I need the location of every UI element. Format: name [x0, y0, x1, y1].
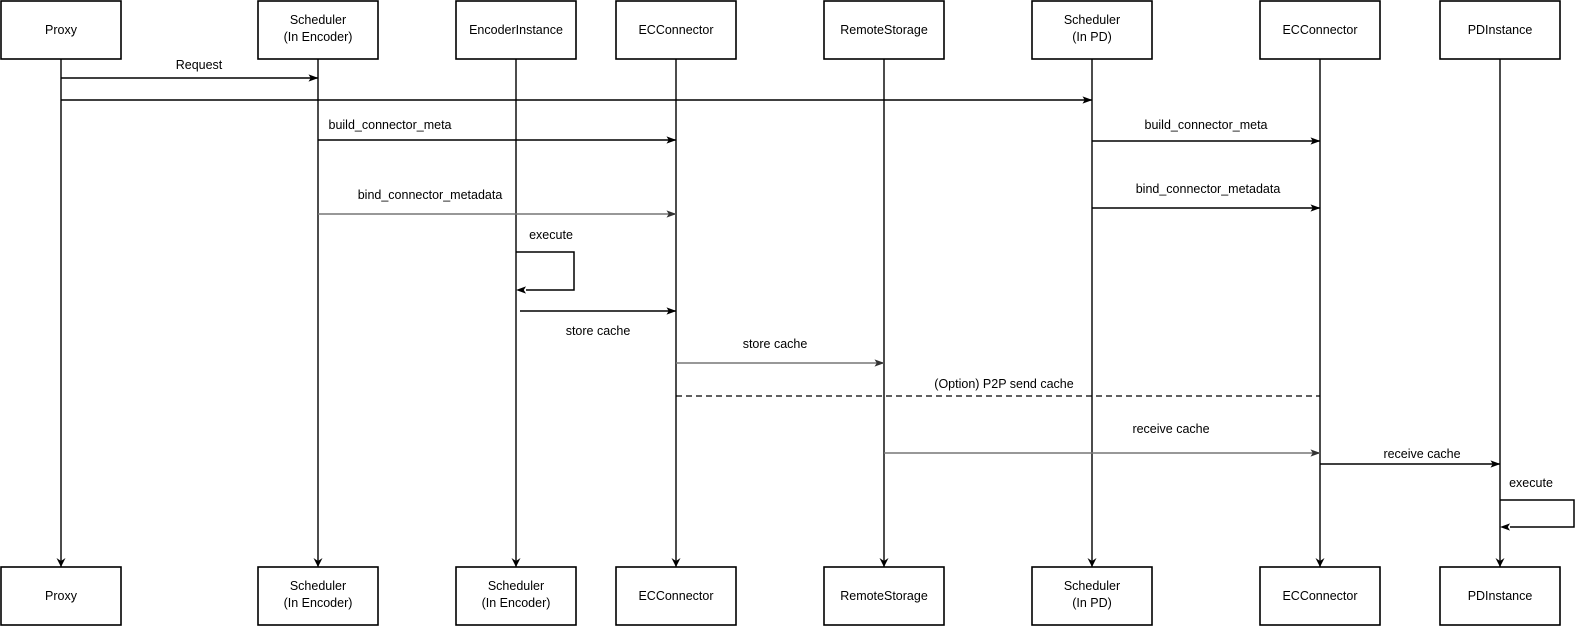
lifeline-end-arrow-ecc_pd [1315, 558, 1325, 567]
lifeline-end-arrow-proxy [56, 558, 66, 567]
lifeline-end-arrow-ecc_enc [671, 558, 681, 567]
participant-header-label-sched_enc-line1: Scheduler [290, 13, 346, 27]
header-participant-boxes: Proxy Scheduler (In Encoder) EncoderInstanc… [0, 0, 1561, 60]
participant-header-label-sched_pd-line1: Scheduler [1064, 13, 1120, 27]
participant-header-remote[interactable]: RemoteStorage [823, 0, 945, 60]
message-label-m6: bind_connector_metadata [1136, 182, 1281, 196]
message-label-m10: receive cache [1132, 422, 1209, 436]
participant-header-pd_inst[interactable]: PDInstance [1439, 0, 1561, 60]
participant-header-proxy[interactable]: Proxy [0, 0, 122, 60]
lifelines-layer [56, 59, 1505, 567]
participant-footer-sched_pd[interactable]: Scheduler (In PD) [1031, 566, 1153, 626]
lifeline-end-arrow-remote [879, 558, 889, 567]
participant-footer-label-remote: RemoteStorage [840, 589, 928, 603]
footer-participant-boxes: Proxy Scheduler (In Encoder) Scheduler (In E… [0, 566, 1561, 626]
message-label-m5: bind_connector_metadata [358, 188, 503, 202]
participant-header-box-ecc_pd [1259, 0, 1381, 60]
participant-footer-label-sched_pd-line1: Scheduler [1064, 579, 1120, 593]
participant-footer-label-pd_inst: PDInstance [1468, 589, 1533, 603]
participant-header-ecc_pd[interactable]: ECConnector [1259, 0, 1381, 60]
participant-footer-box-sched_enc [257, 566, 379, 626]
participant-footer-box-ecc_pd [1259, 566, 1381, 626]
message-m1[interactable]: Request [61, 58, 319, 82]
lifeline-end-arrow-sched_pd [1087, 558, 1097, 567]
participant-header-box-proxy [0, 0, 122, 60]
participant-header-box-sched_pd [1031, 0, 1153, 60]
self-message-label-s2: execute [1509, 476, 1553, 490]
participant-header-encoder_inst[interactable]: EncoderInstance [455, 0, 577, 60]
participant-header-box-ecc_enc [615, 0, 737, 60]
participant-header-box-encoder_inst [455, 0, 577, 60]
participant-footer-box-sched_pd [1031, 566, 1153, 626]
participant-footer-label-ecc_pd: ECConnector [1282, 589, 1357, 603]
participant-header-ecc_enc[interactable]: ECConnector [615, 0, 737, 60]
lifeline-end-arrow-encoder_inst [511, 558, 521, 567]
lifeline-end-arrow-pd_inst [1495, 558, 1505, 567]
participant-header-sched_pd[interactable]: Scheduler (In PD) [1031, 0, 1153, 60]
participant-header-label-pd_inst: PDInstance [1468, 23, 1533, 37]
participant-header-box-remote [823, 0, 945, 60]
messages-layer: Request build_connector_meta build_connect… [61, 58, 1501, 468]
self-message-arrowhead-s2 [1500, 523, 1510, 531]
participant-footer-sched_enc[interactable]: Scheduler (In Encoder) [257, 566, 379, 626]
message-label-m3: build_connector_meta [329, 118, 452, 132]
message-label-m4: build_connector_meta [1145, 118, 1268, 132]
participant-header-sched_enc[interactable]: Scheduler (In Encoder) [257, 0, 379, 60]
message-m8[interactable]: store cache [676, 337, 885, 367]
participant-footer-box-proxy [0, 566, 122, 626]
message-label-m1: Request [176, 58, 223, 72]
self-message-label-s1: execute [529, 228, 573, 242]
participant-footer-box-pd_inst [1439, 566, 1561, 626]
participant-footer-label-ecc_enc: ECConnector [638, 589, 713, 603]
participant-header-label-encoder_inst: EncoderInstance [469, 23, 563, 37]
participant-footer-remote[interactable]: RemoteStorage [823, 566, 945, 626]
lifeline-end-arrow-sched_enc [313, 558, 323, 567]
participant-footer-proxy[interactable]: Proxy [0, 566, 122, 626]
participant-header-box-pd_inst [1439, 0, 1561, 60]
participant-footer-label-encoder_inst-line2: (In Encoder) [482, 596, 551, 610]
participant-footer-label-encoder_inst-line1: Scheduler [488, 579, 544, 593]
message-m11[interactable]: receive cache [1320, 447, 1501, 468]
message-label-m7: store cache [566, 324, 631, 338]
participant-footer-label-proxy: Proxy [45, 589, 78, 603]
participant-footer-box-encoder_inst [455, 566, 577, 626]
message-m5[interactable]: bind_connector_metadata [318, 188, 677, 218]
participant-footer-ecc_enc[interactable]: ECConnector [615, 566, 737, 626]
message-m3[interactable]: build_connector_meta [318, 118, 677, 144]
self-messages-layer: execute execute [516, 228, 1575, 531]
participant-header-label-ecc_pd: ECConnector [1282, 23, 1357, 37]
self-message-s2[interactable]: execute [1500, 476, 1575, 531]
participant-footer-box-remote [823, 566, 945, 626]
participant-footer-encoder_inst[interactable]: Scheduler (In Encoder) [455, 566, 577, 626]
participant-footer-label-sched_enc-line2: (In Encoder) [284, 596, 353, 610]
participant-header-label-proxy: Proxy [45, 23, 78, 37]
message-m4[interactable]: build_connector_meta [1092, 118, 1321, 145]
participant-footer-pd_inst[interactable]: PDInstance [1439, 566, 1561, 626]
message-m9[interactable]: (Option) P2P send cache [676, 377, 1320, 397]
message-m7[interactable]: store cache [520, 307, 677, 338]
self-message-arrowhead-s1 [516, 286, 526, 294]
participant-header-label-sched_enc-line2: (In Encoder) [284, 30, 353, 44]
participant-footer-box-ecc_enc [615, 566, 737, 626]
participant-footer-ecc_pd[interactable]: ECConnector [1259, 566, 1381, 626]
participant-header-box-sched_enc [257, 0, 379, 60]
message-m10[interactable]: receive cache [884, 422, 1321, 457]
message-label-m8: store cache [743, 337, 808, 351]
participant-header-label-ecc_enc: ECConnector [638, 23, 713, 37]
message-label-m9: (Option) P2P send cache [934, 377, 1073, 391]
participant-header-label-remote: RemoteStorage [840, 23, 928, 37]
participant-footer-label-sched_enc-line1: Scheduler [290, 579, 346, 593]
self-message-s1[interactable]: execute [516, 228, 575, 294]
participant-header-label-sched_pd-line2: (In PD) [1072, 30, 1112, 44]
participant-footer-label-sched_pd-line2: (In PD) [1072, 596, 1112, 610]
message-m6[interactable]: bind_connector_metadata [1092, 182, 1321, 212]
message-label-m11: receive cache [1383, 447, 1460, 461]
